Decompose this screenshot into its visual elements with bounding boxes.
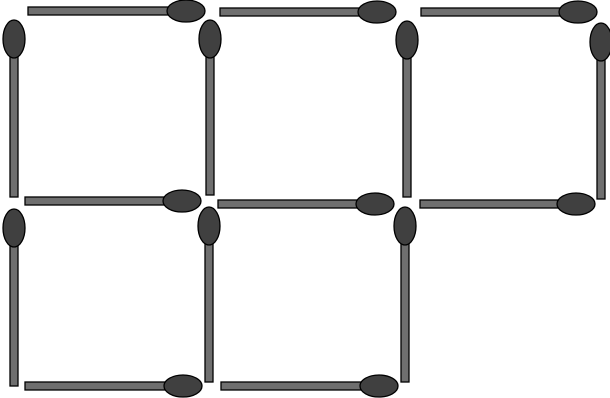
matchstick-body <box>10 49 18 197</box>
matchstick-body <box>420 200 566 208</box>
matchstick-body <box>205 236 213 382</box>
matchstick-icon[interactable] <box>221 375 398 397</box>
match-head-icon <box>356 193 394 215</box>
matchstick-icon[interactable] <box>220 1 396 23</box>
matchstick-body <box>218 200 365 208</box>
matchstick-body <box>221 382 369 390</box>
matchstick-icon[interactable] <box>421 1 597 23</box>
matchstick-body <box>597 52 605 199</box>
match-head-icon <box>3 20 25 58</box>
matchstick-icon[interactable] <box>396 21 418 197</box>
matchstick-icon[interactable] <box>394 207 416 382</box>
matchstick-icon[interactable] <box>25 375 202 397</box>
matchstick-body <box>10 238 18 386</box>
match-head-icon <box>164 375 202 397</box>
match-head-icon <box>167 0 205 22</box>
matchstick-icon[interactable] <box>3 20 25 197</box>
match-head-icon <box>394 207 416 245</box>
match-head-icon <box>557 193 595 215</box>
match-head-icon <box>559 1 597 23</box>
matchstick-body <box>403 50 411 197</box>
match-head-icon <box>590 23 610 61</box>
matchstick-icon[interactable] <box>420 193 595 215</box>
match-head-icon <box>163 190 201 212</box>
matchstick-body <box>25 382 173 390</box>
match-head-icon <box>360 375 398 397</box>
matchstick-icon[interactable] <box>3 209 25 386</box>
matchstick-icon[interactable] <box>28 0 205 22</box>
matchstick-body <box>25 197 172 205</box>
matchstick-body <box>28 7 176 15</box>
match-head-icon <box>199 20 221 58</box>
match-head-icon <box>358 1 396 23</box>
matchstick-icon[interactable] <box>25 190 201 212</box>
match-head-icon <box>396 21 418 59</box>
match-head-icon <box>198 207 220 245</box>
matchstick-body <box>206 49 214 195</box>
matchstick-body <box>421 8 568 16</box>
matchstick-body <box>401 236 409 382</box>
matchstick-icon[interactable] <box>218 193 394 215</box>
matchstick-body <box>220 8 367 16</box>
matchstick-icon[interactable] <box>590 23 610 199</box>
match-head-icon <box>3 209 25 247</box>
matchstick-icon[interactable] <box>198 207 220 382</box>
matchstick-icon[interactable] <box>199 20 221 195</box>
